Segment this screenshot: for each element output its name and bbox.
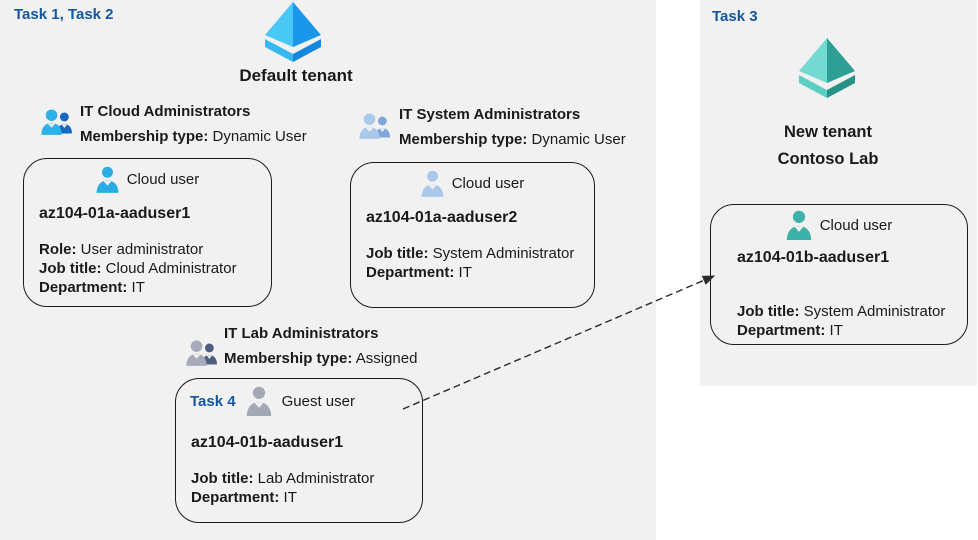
group-membership: Membership type: Dynamic User bbox=[399, 131, 626, 148]
user-fields: Role: User administrator Job title: Clou… bbox=[24, 240, 271, 297]
user-fields: Job title: System Administrator Departme… bbox=[711, 302, 967, 340]
user-type-label: Cloud user bbox=[819, 216, 893, 234]
user-card-aaduser1: Cloud user az104-01a-aaduser1 Role: User… bbox=[23, 158, 272, 307]
group-icon bbox=[359, 110, 392, 144]
group-title: IT Cloud Administrators bbox=[80, 103, 251, 120]
group-membership: Membership type: Dynamic User bbox=[80, 128, 307, 145]
user-name: az104-01b-aaduser1 bbox=[191, 434, 344, 451]
user-fields: Job title: Lab Administrator Department:… bbox=[176, 469, 422, 507]
field-job-title: Job title: System Administrator bbox=[737, 303, 946, 320]
field-department: Department: IT bbox=[191, 489, 297, 506]
membership-value: Dynamic User bbox=[531, 131, 626, 148]
user-fields: Job title: System Administrator Departme… bbox=[351, 244, 594, 282]
field-department: Department: IT bbox=[39, 279, 145, 296]
default-tenant-title: Default tenant bbox=[239, 66, 353, 85]
card-header: Cloud user bbox=[711, 205, 967, 240]
azure-ad-new-tenant-icon bbox=[793, 38, 861, 100]
user-name: az104-01a-aaduser1 bbox=[39, 205, 191, 222]
task12-label: Task 1, Task 2 bbox=[14, 6, 114, 23]
membership-label: Membership type: bbox=[224, 350, 353, 367]
group-title: IT Lab Administrators bbox=[224, 325, 379, 342]
cloud-user-icon bbox=[96, 166, 119, 193]
default-tenant-panel bbox=[0, 0, 656, 540]
membership-value: Assigned bbox=[355, 350, 418, 367]
card-header: Cloud user bbox=[24, 159, 271, 193]
guest-user-icon bbox=[246, 386, 271, 416]
new-tenant-line2: Contoso Lab bbox=[777, 150, 879, 168]
new-tenant-user-card: Cloud user az104-01b-aaduser1 Job title:… bbox=[710, 204, 968, 345]
field-department: Department: IT bbox=[366, 264, 472, 281]
field-job-title: Job title: Lab Administrator bbox=[191, 470, 375, 487]
task4-label: Task 4 bbox=[190, 392, 236, 410]
user-type-label: Cloud user bbox=[126, 171, 200, 188]
group-icon bbox=[41, 106, 74, 140]
new-tenant-title: New tenant Contoso Lab bbox=[710, 119, 946, 173]
card-header: Cloud user bbox=[351, 163, 594, 197]
guest-user-card: Task 4 Guest user az104-01b-aaduser1 Job… bbox=[175, 378, 423, 523]
cloud-user-icon bbox=[786, 210, 811, 240]
membership-label: Membership type: bbox=[80, 128, 209, 145]
card-header: Task 4 Guest user bbox=[176, 379, 422, 416]
user-name: az104-01a-aaduser2 bbox=[366, 209, 518, 226]
group-membership: Membership type: Assigned bbox=[224, 350, 417, 367]
user-type-label: Guest user bbox=[281, 392, 355, 410]
new-tenant-line1: New tenant bbox=[783, 123, 872, 141]
field-department: Department: IT bbox=[737, 322, 843, 339]
user-type-label: Cloud user bbox=[451, 175, 525, 192]
field-job-title: Job title: System Administrator bbox=[366, 245, 575, 262]
task3-label: Task 3 bbox=[712, 8, 758, 25]
cloud-user-icon bbox=[421, 170, 444, 197]
membership-value: Dynamic User bbox=[212, 128, 307, 145]
user-name: az104-01b-aaduser1 bbox=[737, 249, 890, 266]
group-icon bbox=[186, 337, 219, 371]
group-title: IT System Administrators bbox=[399, 106, 581, 123]
membership-label: Membership type: bbox=[399, 131, 528, 148]
azure-ad-tenant-icon bbox=[259, 2, 327, 64]
field-job-title: Job title: Cloud Administrator bbox=[39, 260, 237, 277]
field-role: Role: User administrator bbox=[39, 241, 204, 258]
user-card-aaduser2: Cloud user az104-01a-aaduser2 Job title:… bbox=[350, 162, 595, 308]
